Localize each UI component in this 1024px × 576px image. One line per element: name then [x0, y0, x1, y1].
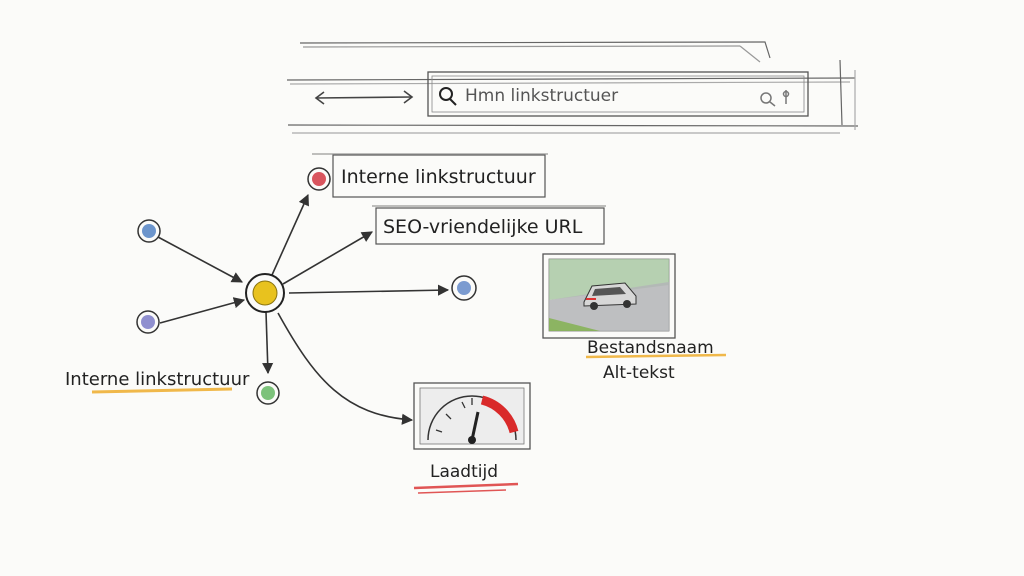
right-node — [451, 275, 477, 301]
seo-url-label: SEO-vriendelijke URL — [383, 216, 583, 238]
gauge-needle — [470, 411, 480, 441]
magnifier-icon[interactable] — [439, 87, 457, 106]
arrow-from-left-upper — [157, 236, 243, 283]
arrow-to-top-node — [271, 193, 309, 276]
arrow-to-gauge — [277, 312, 414, 425]
top-node — [307, 167, 331, 191]
top-node-label-box — [312, 153, 548, 198]
hub-node — [245, 273, 285, 313]
left-node-upper — [137, 219, 161, 243]
magnifier-mic-icon[interactable] — [760, 90, 790, 107]
image-caption-filename: Bestandsnaam — [587, 338, 714, 358]
bottom-node — [256, 381, 280, 405]
arrow-to-bottom-node — [262, 311, 274, 375]
speed-gauge — [413, 382, 531, 450]
image-thumbnail — [542, 253, 676, 339]
gauge-caption-underline-2 — [417, 489, 507, 494]
image-caption-alt: Alt-tekst — [603, 363, 675, 383]
search-input[interactable]: Hmn linkstructuer — [427, 71, 809, 117]
browser-bar — [286, 41, 859, 134]
gauge-caption-underline — [413, 482, 519, 490]
back-forward-icon[interactable] — [314, 90, 414, 105]
left-label: Interne linkstructuur — [65, 369, 250, 390]
arrow-from-left-lower — [159, 297, 246, 324]
top-node-label: Interne linkstructuur — [341, 166, 536, 188]
search-query-text: Hmn linkstructuer — [465, 86, 618, 106]
diagram-arrows — [157, 193, 450, 425]
left-node-lower — [136, 310, 160, 334]
left-label-underline — [91, 387, 233, 394]
gauge-caption: Laadtijd — [430, 462, 498, 482]
image-caption-underline — [585, 353, 727, 359]
car-icon — [583, 282, 637, 310]
seo-url-label-box — [372, 205, 606, 245]
arrow-to-right-node — [288, 284, 450, 296]
arrow-to-seo-url — [282, 231, 373, 285]
